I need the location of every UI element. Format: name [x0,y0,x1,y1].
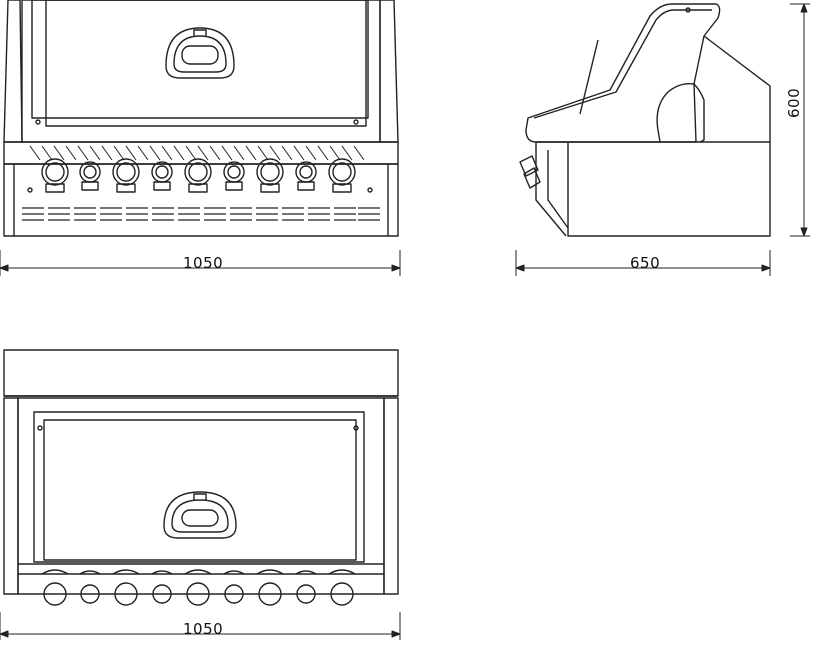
connector-7 [256,158,284,193]
connector-8 [295,161,317,191]
top-connector-7 [256,569,284,606]
front-hatch-lines [29,145,365,161]
connector-2 [79,161,101,191]
connector-9 [328,158,356,193]
top-width-label: 1050 [183,620,224,638]
front-lid-outer [21,0,381,143]
front-width-label: 1050 [183,254,224,272]
top-lid-panel [43,419,357,561]
connector-1 [41,158,69,193]
connector-4 [151,161,173,191]
side-back [567,35,771,237]
top-connectors [41,569,356,606]
side-view [515,3,810,276]
top-connector-9 [328,569,356,606]
front-dimension-line [0,250,401,276]
top-connector-8 [295,570,317,604]
top-connector-3 [112,569,140,606]
side-base [535,141,770,237]
front-lid-panel [45,0,367,127]
side-depth-label: 650 [630,254,661,272]
side-lid [525,3,721,143]
top-lid-outer [33,411,365,563]
connector-6 [223,161,245,191]
side-dimension-line [515,3,810,276]
top-connector-1 [41,569,69,606]
top-view [0,349,401,640]
front-lid-inner [31,0,369,119]
connector-5 [184,158,212,193]
top-connector-6 [223,570,245,604]
top-dimension-line [0,612,401,640]
front-right-frame [379,0,399,143]
side-connector-icon [519,155,541,189]
top-connector-5 [184,569,212,606]
top-left-frame [3,397,19,595]
front-left-frame [3,0,23,143]
top-rear-section [3,349,399,397]
side-height-label: 600 [785,87,803,118]
top-connector-4 [151,570,173,604]
front-screw-left [35,119,41,125]
front-connectors [41,158,356,193]
front-hatch-strip [3,141,399,165]
connector-3 [112,158,140,193]
top-handle-icon [163,491,237,539]
top-connector-2 [79,570,101,604]
top-right-frame [383,397,399,595]
front-screw-right [353,119,359,125]
front-view [0,0,401,276]
front-handle-icon [165,27,235,79]
front-vents [22,207,380,221]
